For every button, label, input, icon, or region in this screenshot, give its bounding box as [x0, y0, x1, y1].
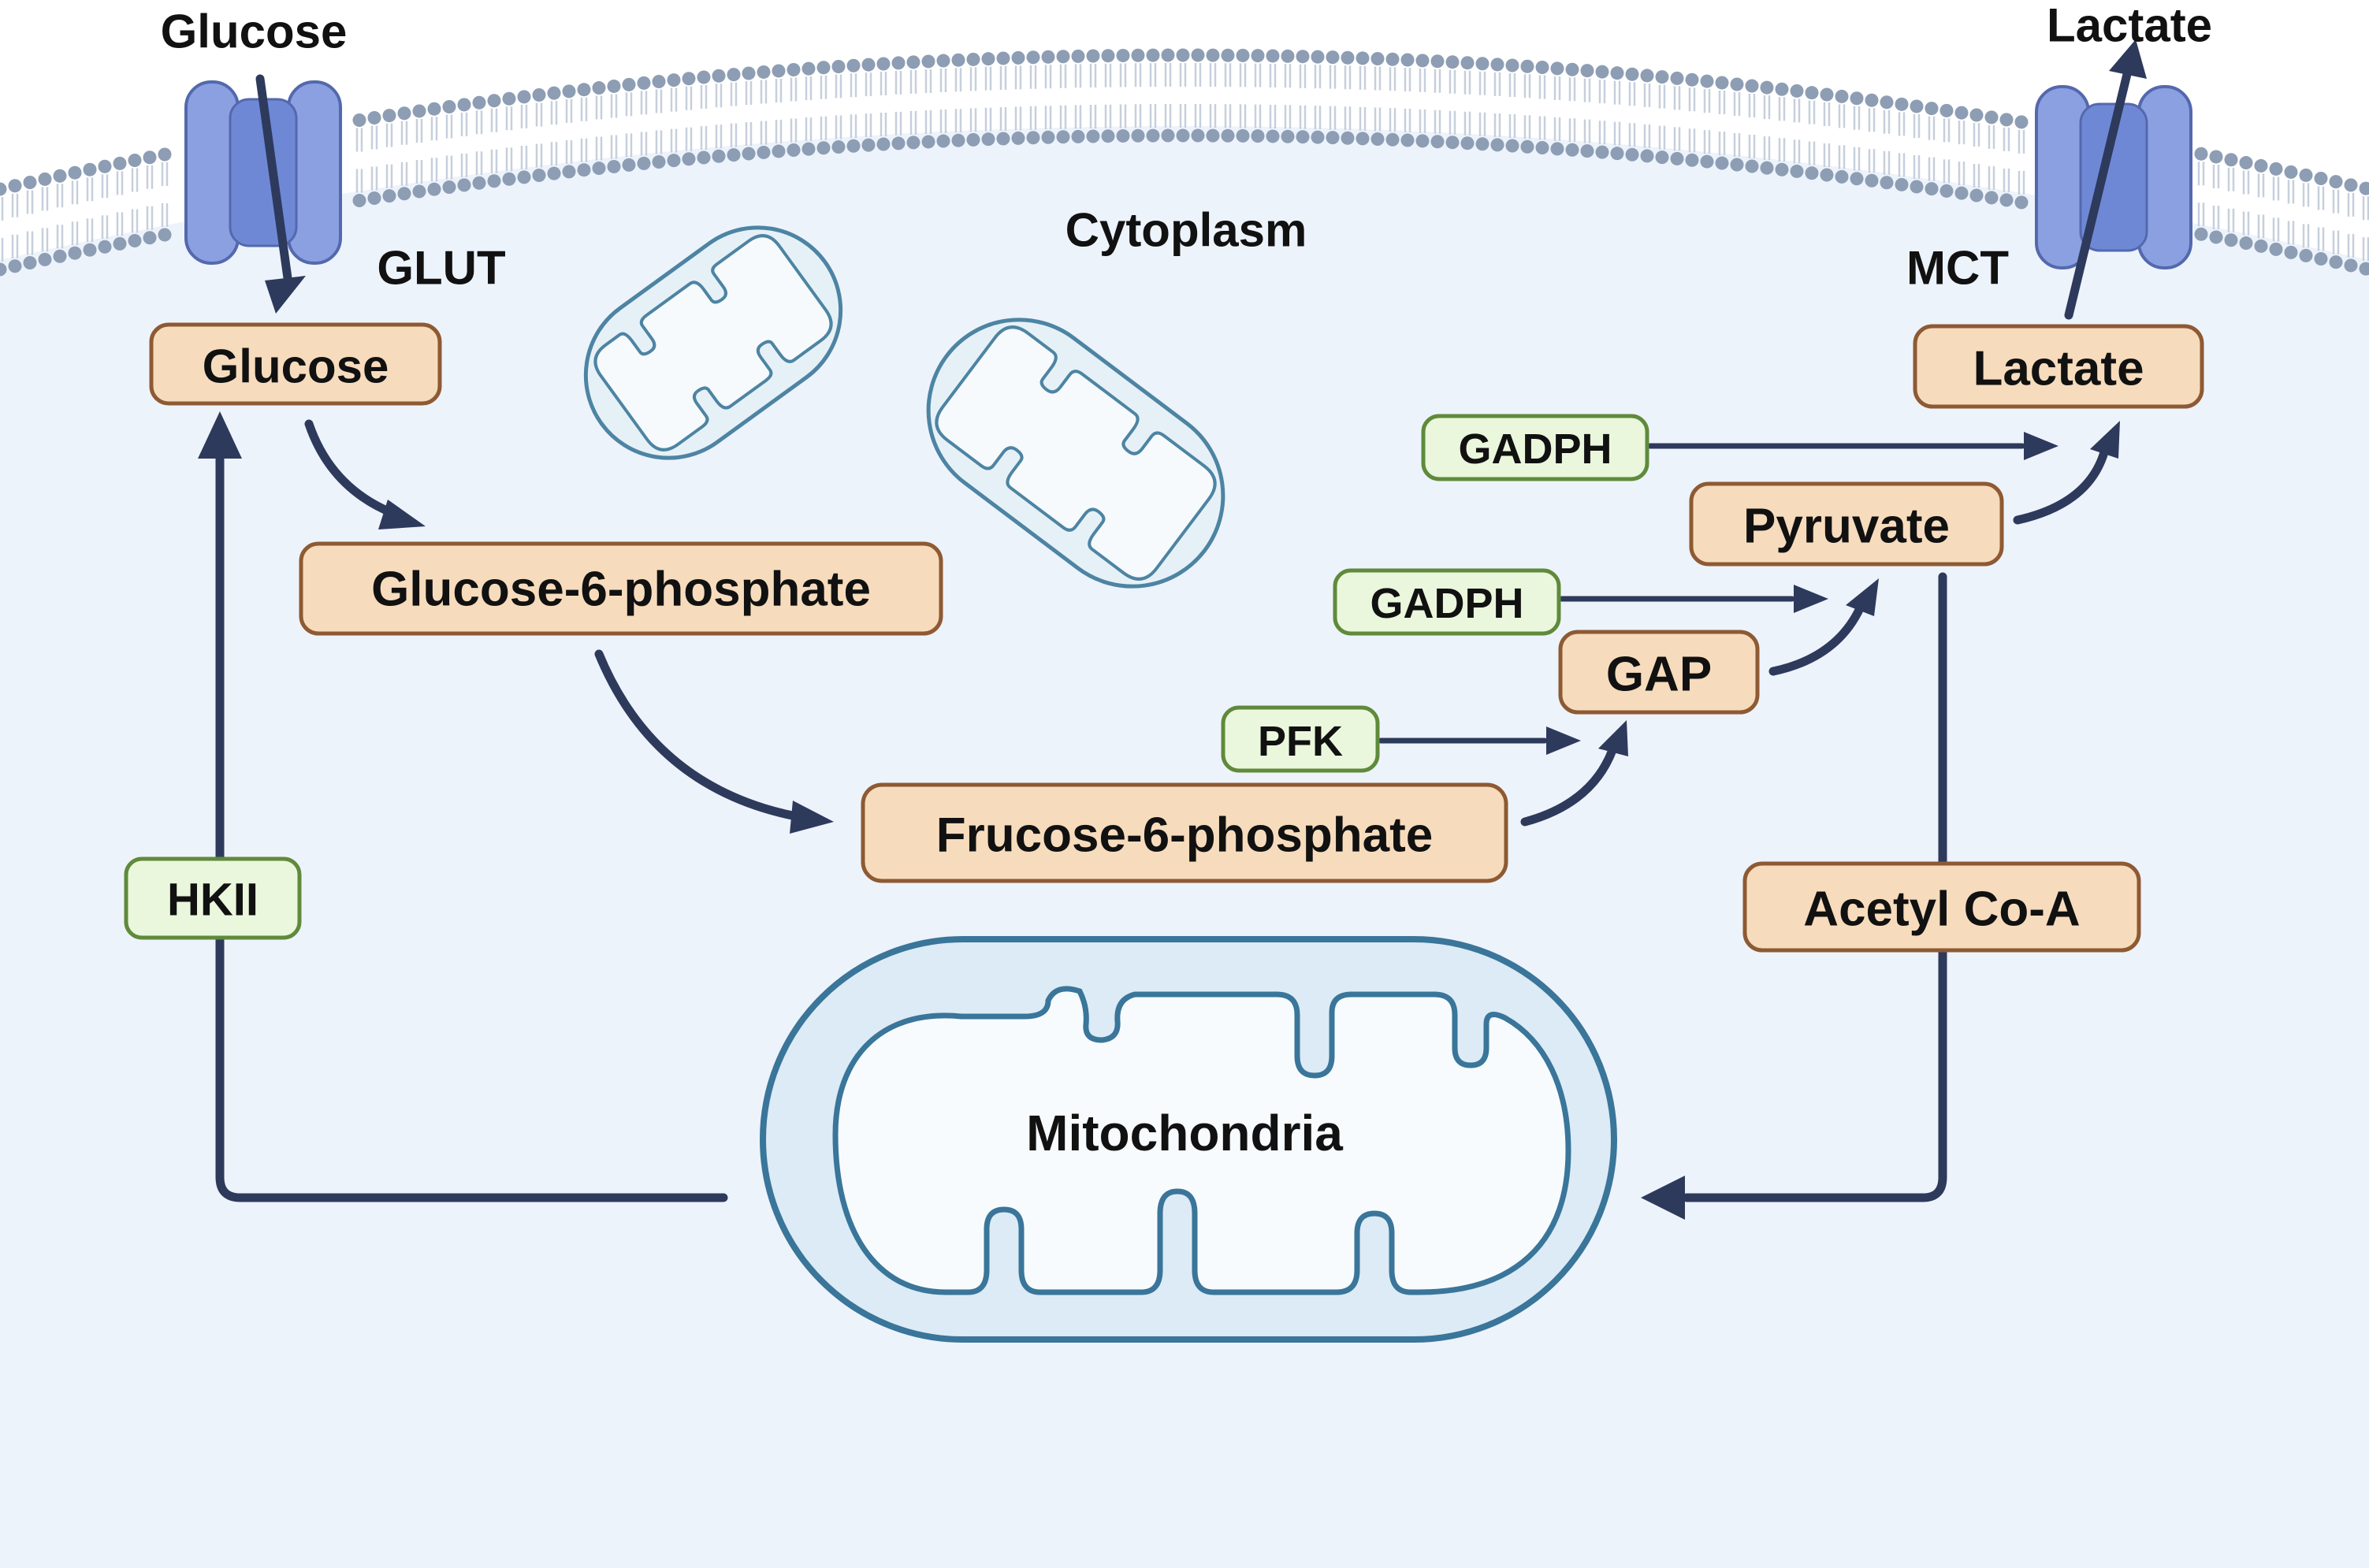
enzyme-pfk: PFK — [1221, 705, 1380, 773]
lactate-export-arrow — [2064, 66, 2133, 320]
metabolite-pyruvate: Pyruvate — [1689, 481, 2004, 567]
mct-transporter — [2035, 85, 2192, 269]
g6p-to-f6p-arrow — [594, 649, 801, 821]
mitochondrion-small-2 — [926, 318, 1225, 589]
pyruvate-to-lactate-arrow — [2013, 448, 2109, 525]
mitochondrion-small-1 — [583, 225, 843, 460]
f6p-to-gap-arrow — [1520, 745, 1617, 827]
mct-label: MCT — [1906, 242, 2009, 295]
lactate-outside-label: Lactate — [2047, 0, 2212, 52]
cytoplasm-label: Cytoplasm — [1065, 204, 1307, 257]
gap-to-pyruvate-arrow — [1768, 604, 1865, 676]
metabolite-pyruvate-label: Pyruvate — [1743, 500, 1950, 554]
enzyme-hkii: HKII — [124, 856, 302, 940]
metabolite-lactate-label: Lactate — [1973, 342, 2144, 396]
metabolite-acetyl-coa: Acetyl Co-A — [1742, 861, 2141, 953]
enzyme-gadph-1: GADPH — [1333, 568, 1561, 636]
metabolite-gap-label: GAP — [1606, 648, 1712, 702]
pyruvate-to-mitochondria-arrow — [1682, 572, 1947, 1202]
glucose-import-arrow — [255, 74, 293, 288]
enzyme-gadph-2: GADPH — [1421, 414, 1649, 481]
enzyme-pfk-label: PFK — [1258, 718, 1343, 765]
metabolite-lactate: Lactate — [1913, 324, 2204, 409]
metabolite-f6p-label: Frucose-6-phosphate — [936, 808, 1433, 863]
glucose-to-g6p-arrow — [304, 419, 399, 518]
mitochondrion-large — [760, 936, 1617, 1343]
mitochondria-label: Mitochondria — [1026, 1105, 1343, 1161]
metabolite-glucose-label: Glucose — [203, 340, 389, 393]
enzyme-gadph-1-label: GADPH — [1370, 580, 1523, 627]
metabolite-g6p-label: Glucose-6-phosphate — [371, 563, 871, 617]
metabolite-gap: GAP — [1558, 630, 1760, 715]
metabolite-g6p: Glucose-6-phosphate — [299, 541, 943, 636]
enzyme-gadph-2-label: GADPH — [1458, 425, 1612, 473]
metabolite-glucose: Glucose — [149, 322, 442, 406]
cell-membrane — [0, 48, 2369, 277]
glut-label: GLUT — [377, 242, 505, 295]
enzyme-hkii-label: HKII — [167, 875, 258, 926]
glucose-outside-label: Glucose — [161, 6, 348, 58]
mitochondria-to-glucose-arrow — [215, 452, 728, 1202]
metabolite-f6p: Frucose-6-phosphate — [861, 782, 1508, 883]
metabolite-acetyl-coa-label: Acetyl Co-A — [1803, 882, 2080, 937]
